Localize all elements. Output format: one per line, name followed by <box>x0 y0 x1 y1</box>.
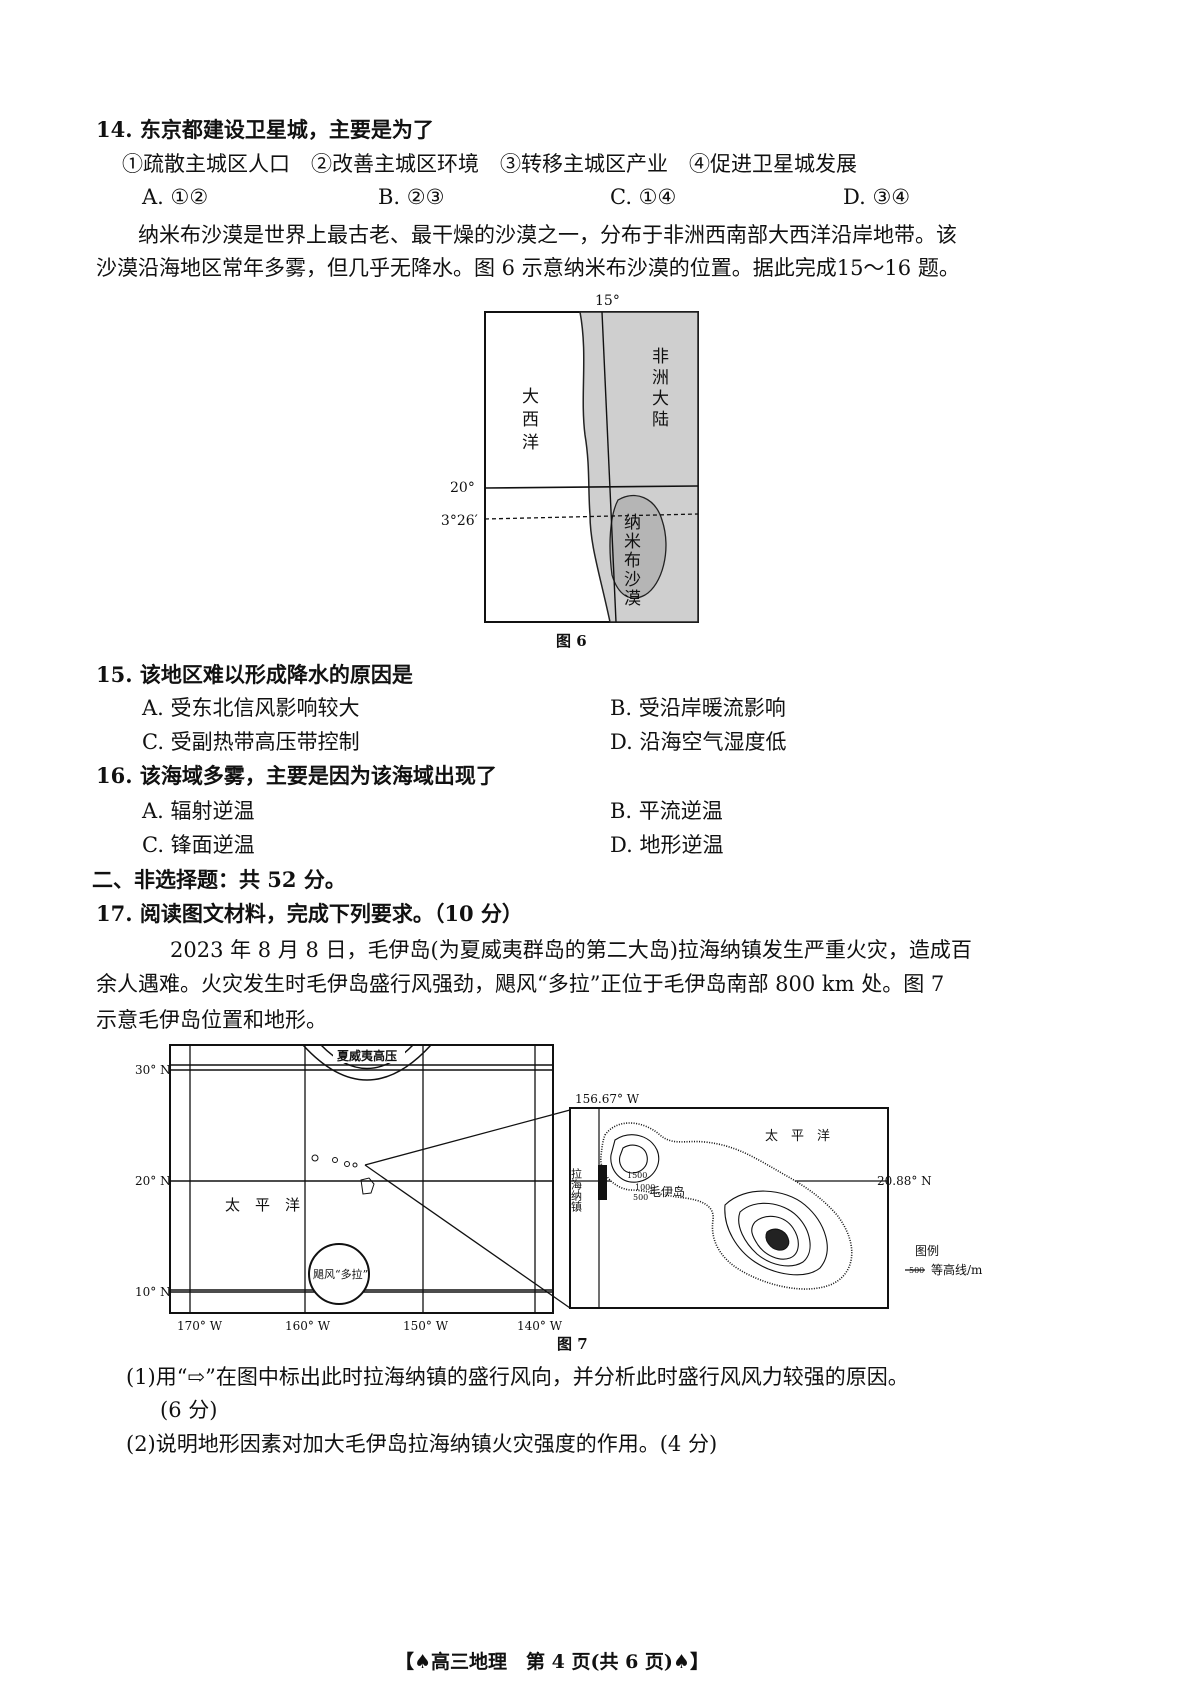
figure-7-caption: 图 7 <box>557 1335 588 1353</box>
fig7-lat20: 20° N <box>135 1174 171 1188</box>
q16-option-c: C. 锋面逆温 <box>142 833 255 857</box>
page-footer: 【♠高三地理 第 4 页(共 6 页)♠】 <box>395 1651 709 1673</box>
q16-option-b: B. 平流逆温 <box>610 799 723 823</box>
passage-line-2: 沙漠沿海地区常年多雾，但几乎无降水。图 6 示意纳米布沙漠的位置。据此完成15～… <box>96 256 960 280</box>
fig7-legend-text: 等高线/m <box>931 1262 983 1277</box>
q17-para-line-3: 示意毛伊岛位置和地形。 <box>96 1008 327 1032</box>
q17-sub1-line-2: (6 分) <box>160 1398 218 1422</box>
fig6-lat20: 20° <box>450 480 475 496</box>
q14-option-c: C. ①④ <box>610 185 677 209</box>
q17-para-line-2: 余人遇难。火灾发生时毛伊岛盛行风强劲，飓风“多拉”正位于毛伊岛南部 800 km… <box>96 972 945 996</box>
fig7-high-label: 夏威夷高压 <box>337 1048 397 1063</box>
q15-option-b: B. 受沿岸暖流影响 <box>610 696 786 720</box>
q16-option-d: D. 地形逆温 <box>610 833 724 857</box>
figure-6-caption: 图 6 <box>556 632 587 650</box>
q14-items: ①疏散主城区人口 ②改善主城区环境 ③转移主城区产业 ④促进卫星城发展 <box>122 152 857 176</box>
fig7-inset-lat: 20.88° N <box>877 1174 932 1188</box>
fig7-c500: 500 <box>633 1193 648 1202</box>
fig7-c1000: 1000 <box>635 1183 655 1192</box>
fig7-legend-sample: 500 <box>909 1266 924 1275</box>
q15-option-a: A. 受东北信风影响较大 <box>142 696 360 720</box>
fig7-legend-title: 图例 <box>915 1244 939 1258</box>
fig6-desert-label: 纳米布沙漠 <box>620 513 641 608</box>
fig7-lon140: 140° W <box>517 1319 563 1333</box>
figure-6-map: 15° 20° 23°26′ 大西洋 非洲大陆 纳米布沙漠 <box>440 293 699 623</box>
fig7-inset-ocean: 太 平 洋 <box>765 1129 830 1144</box>
fig7-c1500: 1500 <box>627 1171 647 1180</box>
fig7-lon170: 170° W <box>177 1319 223 1333</box>
fig6-ocean-label: 大西洋 <box>518 387 539 456</box>
figure-7-map: 夏威夷高压 飓风“多拉” 太 平 洋 30° N 20° N 10° N 170… <box>135 1044 983 1333</box>
q17-sub2: (2)说明地形因素对加大毛伊岛拉海纳镇火灾强度的作用。(4 分) <box>126 1432 718 1456</box>
q17-para-line-1: 2023 年 8 月 8 日，毛伊岛(为夏威夷群岛的第二大岛)拉海纳镇发生严重火… <box>170 938 972 962</box>
q16-stem: 16. 该海域多雾，主要是因为该海域出现了 <box>96 763 497 788</box>
fig7-inset-lon: 156.67° W <box>575 1092 640 1106</box>
q14-option-d: D. ③④ <box>843 185 911 209</box>
fig7-hurricane-label: 飓风“多拉” <box>313 1267 368 1281</box>
fig7-island-label: 毛伊岛 <box>649 1184 685 1199</box>
q14-stem: 14. 东京都建设卫星城，主要是为了 <box>96 117 434 142</box>
fig7-lat10: 10° N <box>135 1285 171 1299</box>
q14-option-b: B. ②③ <box>378 185 445 209</box>
section-2-heading: 二、非选择题：共 52 分。 <box>92 867 346 892</box>
fig7-lon160: 160° W <box>285 1319 331 1333</box>
q15-option-c: C. 受副热带高压带控制 <box>142 730 360 754</box>
q15-option-d: D. 沿海空气湿度低 <box>610 730 787 754</box>
fig7-town-label: 拉海纳镇 <box>570 1167 583 1213</box>
fig6-lon-label: 15° <box>595 293 620 309</box>
fig7-lon150: 150° W <box>403 1319 449 1333</box>
q16-option-a: A. 辐射逆温 <box>142 799 255 823</box>
q15-stem: 15. 该地区难以形成降水的原因是 <box>96 662 413 687</box>
fig7-ocean-label: 太 平 洋 <box>225 1196 300 1214</box>
fig7-lat30: 30° N <box>135 1063 171 1077</box>
fig6-continent-label: 非洲大陆 <box>648 347 669 431</box>
q14-option-a: A. ①② <box>142 185 209 209</box>
q17-stem: 17. 阅读图文材料，完成下列要求。（10 分） <box>96 901 523 926</box>
fig6-lat2326: 23°26′ <box>440 513 478 529</box>
passage-line-1: 纳米布沙漠是世界上最古老、最干燥的沙漠之一，分布于非洲西南部大西洋沿岸地带。该 <box>138 223 957 247</box>
q17-sub1-line-1: (1)用“⇨”在图中标出此时拉海纳镇的盛行风向，并分析此时盛行风风力较强的原因。 <box>126 1365 909 1389</box>
